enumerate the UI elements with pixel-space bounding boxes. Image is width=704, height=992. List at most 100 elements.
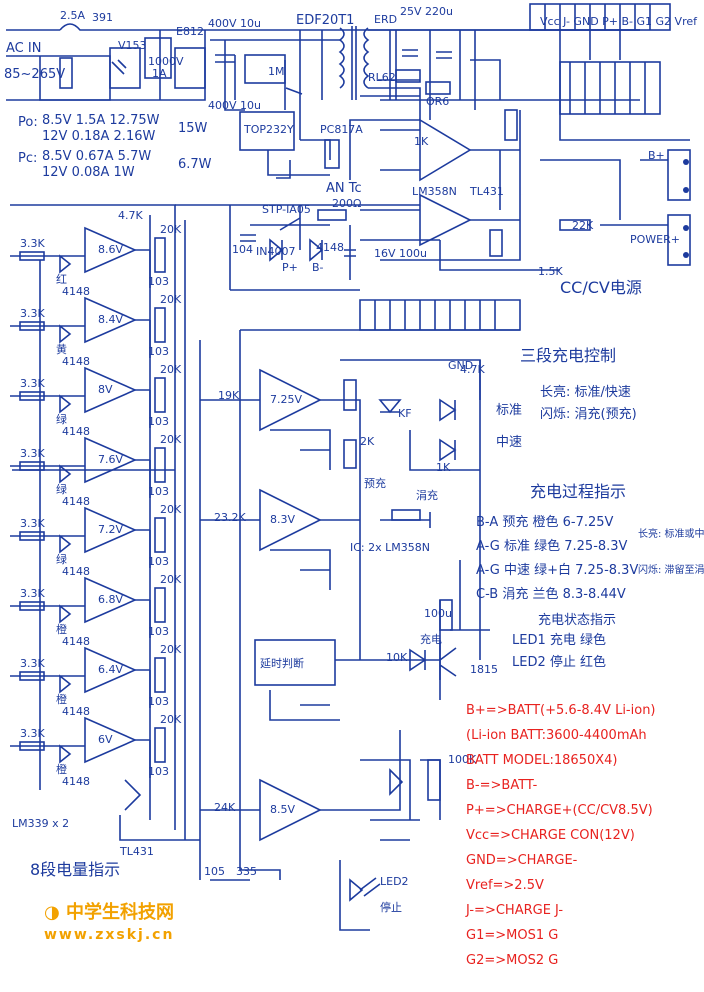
ref-83-label: 8.3V	[270, 513, 296, 526]
threshold-label: 8.4V	[98, 313, 124, 326]
c105-label: 105	[204, 865, 225, 878]
comparator-stage	[10, 646, 166, 708]
in4007-label: IN4007	[256, 245, 296, 258]
pot-103-label: 103	[148, 345, 169, 358]
legend-led2: LED2 停止 红色	[512, 655, 607, 670]
threshold-label: 8V	[98, 383, 113, 396]
output-filter	[360, 30, 640, 120]
r10k-label: 10K	[386, 651, 408, 664]
r24k-label: 24K	[214, 801, 236, 814]
stp-label: STP-IA05	[262, 203, 311, 216]
threshold-label: 7.6V	[98, 453, 124, 466]
c335-label: 335	[236, 865, 257, 878]
pinout-line: GND=>CHARGE-	[466, 853, 578, 868]
pot-103-label: 103	[148, 695, 169, 708]
resistor-label: 3.3K	[20, 587, 45, 600]
resistor-label: 3.3K	[20, 307, 45, 320]
kf-label: KF	[398, 407, 412, 420]
r1k-ctrl-label: 1K	[436, 461, 451, 474]
charge-led-label: 充电	[420, 633, 442, 646]
legend-fast: 中速	[496, 435, 523, 450]
output-cap-label: 25V 220u	[400, 5, 453, 18]
pinout-line: Vcc=>CHARGE CON(12V)	[466, 828, 635, 843]
resistor-label: 3.3K	[20, 727, 45, 740]
pplus-label: P+	[282, 261, 298, 274]
q1815-label: 1815	[470, 663, 498, 676]
pot-20k-label: 20K	[160, 713, 182, 726]
gnd-label: GND	[448, 359, 474, 372]
ref-85-label: 8.5V	[270, 803, 296, 816]
r1m-label: 1M	[268, 65, 285, 78]
pot-103-label: 103	[148, 275, 169, 288]
bminus-label: B-	[312, 261, 324, 274]
or6-label: OR6	[426, 95, 450, 108]
legend-side-1: 长亮: 标准或中速	[638, 529, 704, 540]
lm339-label: LM339 x 2	[12, 817, 70, 830]
led-color-label: 橙	[56, 693, 67, 706]
po-total: 15W	[178, 121, 208, 136]
led-color-label: 绿	[56, 483, 67, 496]
pinout-line: B+=>BATT(+5.6-8.4V Li-ion)	[466, 703, 656, 718]
r22k-label: 22K	[572, 219, 594, 232]
ladder-r47k-label: 4.7K	[118, 209, 143, 222]
led-color-label: 橙	[56, 623, 67, 636]
pc-label: Pc:	[18, 151, 38, 166]
comparator-stage	[10, 716, 166, 778]
varistor-label: 391	[92, 11, 113, 24]
resistor-label: 3.3K	[20, 237, 45, 250]
three-stage-heading: 三段充电控制	[520, 346, 617, 365]
optocoupler-label: PC817A	[320, 123, 363, 136]
r47k-top-label: 4.7K	[460, 363, 485, 376]
ac-range-label: 85~265V	[4, 67, 66, 82]
legend-flash: 闪烁: 涓充(预充)	[540, 407, 637, 422]
delay-box-label: 延时判断	[260, 657, 304, 670]
pinout-line: Vref=>2.5V	[466, 878, 544, 893]
transformer-label: EDF20T1	[296, 13, 355, 28]
diode-label: 4148	[62, 495, 90, 508]
comparator-stage	[10, 296, 166, 358]
c104-label: 104	[232, 243, 253, 256]
pc-row-2: 12V 0.08A 1W	[42, 165, 135, 180]
top-ic-label: TOP232Y	[244, 123, 294, 136]
pot-103-label: 103	[148, 485, 169, 498]
r200-label: 200Ω	[332, 197, 362, 210]
comparator-stage	[10, 506, 166, 568]
r100k-label: 100K	[448, 753, 477, 766]
legend-c-b: C-B 涓充 兰色 8.3-8.44V	[476, 587, 626, 602]
pot-20k-label: 20K	[160, 433, 182, 446]
led-color-label: 绿	[56, 413, 67, 426]
pot-20k-label: 20K	[160, 293, 182, 306]
three-stage-control	[199, 299, 521, 931]
led-color-label: 黄	[56, 343, 67, 356]
pot-20k-label: 20K	[160, 573, 182, 586]
an-tc-label: AN Tc	[326, 181, 362, 196]
r1k-label: 1K	[414, 135, 429, 148]
bplus-connector: B+	[648, 149, 665, 162]
pot-103-label: 103	[148, 555, 169, 568]
transformer	[338, 26, 640, 180]
comparator-stage	[10, 366, 166, 428]
pot-20k-label: 20K	[160, 223, 182, 236]
resistor-label: 3.3K	[20, 447, 45, 460]
pinout-line: G2=>MOS2 G	[466, 953, 559, 968]
legend-long: 长亮: 标准/快速	[540, 385, 631, 400]
stp-relay-section	[175, 204, 420, 291]
bulk-cap-label-2: 400V 10u	[208, 99, 261, 112]
erd-diode-label: ERD	[374, 13, 398, 26]
legend-a-w: A-G 中速 绿+白 7.25-8.3V	[476, 563, 639, 578]
pot-20k-label: 20K	[160, 363, 182, 376]
site-name: 中学生科技网	[66, 902, 174, 923]
pinout-line: J-=>CHARGE J-	[466, 903, 564, 918]
diode-label: 4148	[62, 355, 90, 368]
led-color-label: 红	[56, 273, 67, 286]
ac-input-section	[6, 23, 640, 179]
cc-cv-control	[360, 109, 668, 271]
resistor-label: 3.3K	[20, 377, 45, 390]
pinout-line: BATT MODEL:18650X4)	[466, 753, 618, 768]
led-color-label: 绿	[56, 553, 67, 566]
header-pins-top: Vcc J- GND P+ B- G1 G2 Vref	[540, 15, 697, 28]
lm358-label: LM358N	[412, 185, 457, 198]
trickle-label: 涓充	[416, 489, 438, 502]
comparator-stage	[10, 576, 166, 638]
